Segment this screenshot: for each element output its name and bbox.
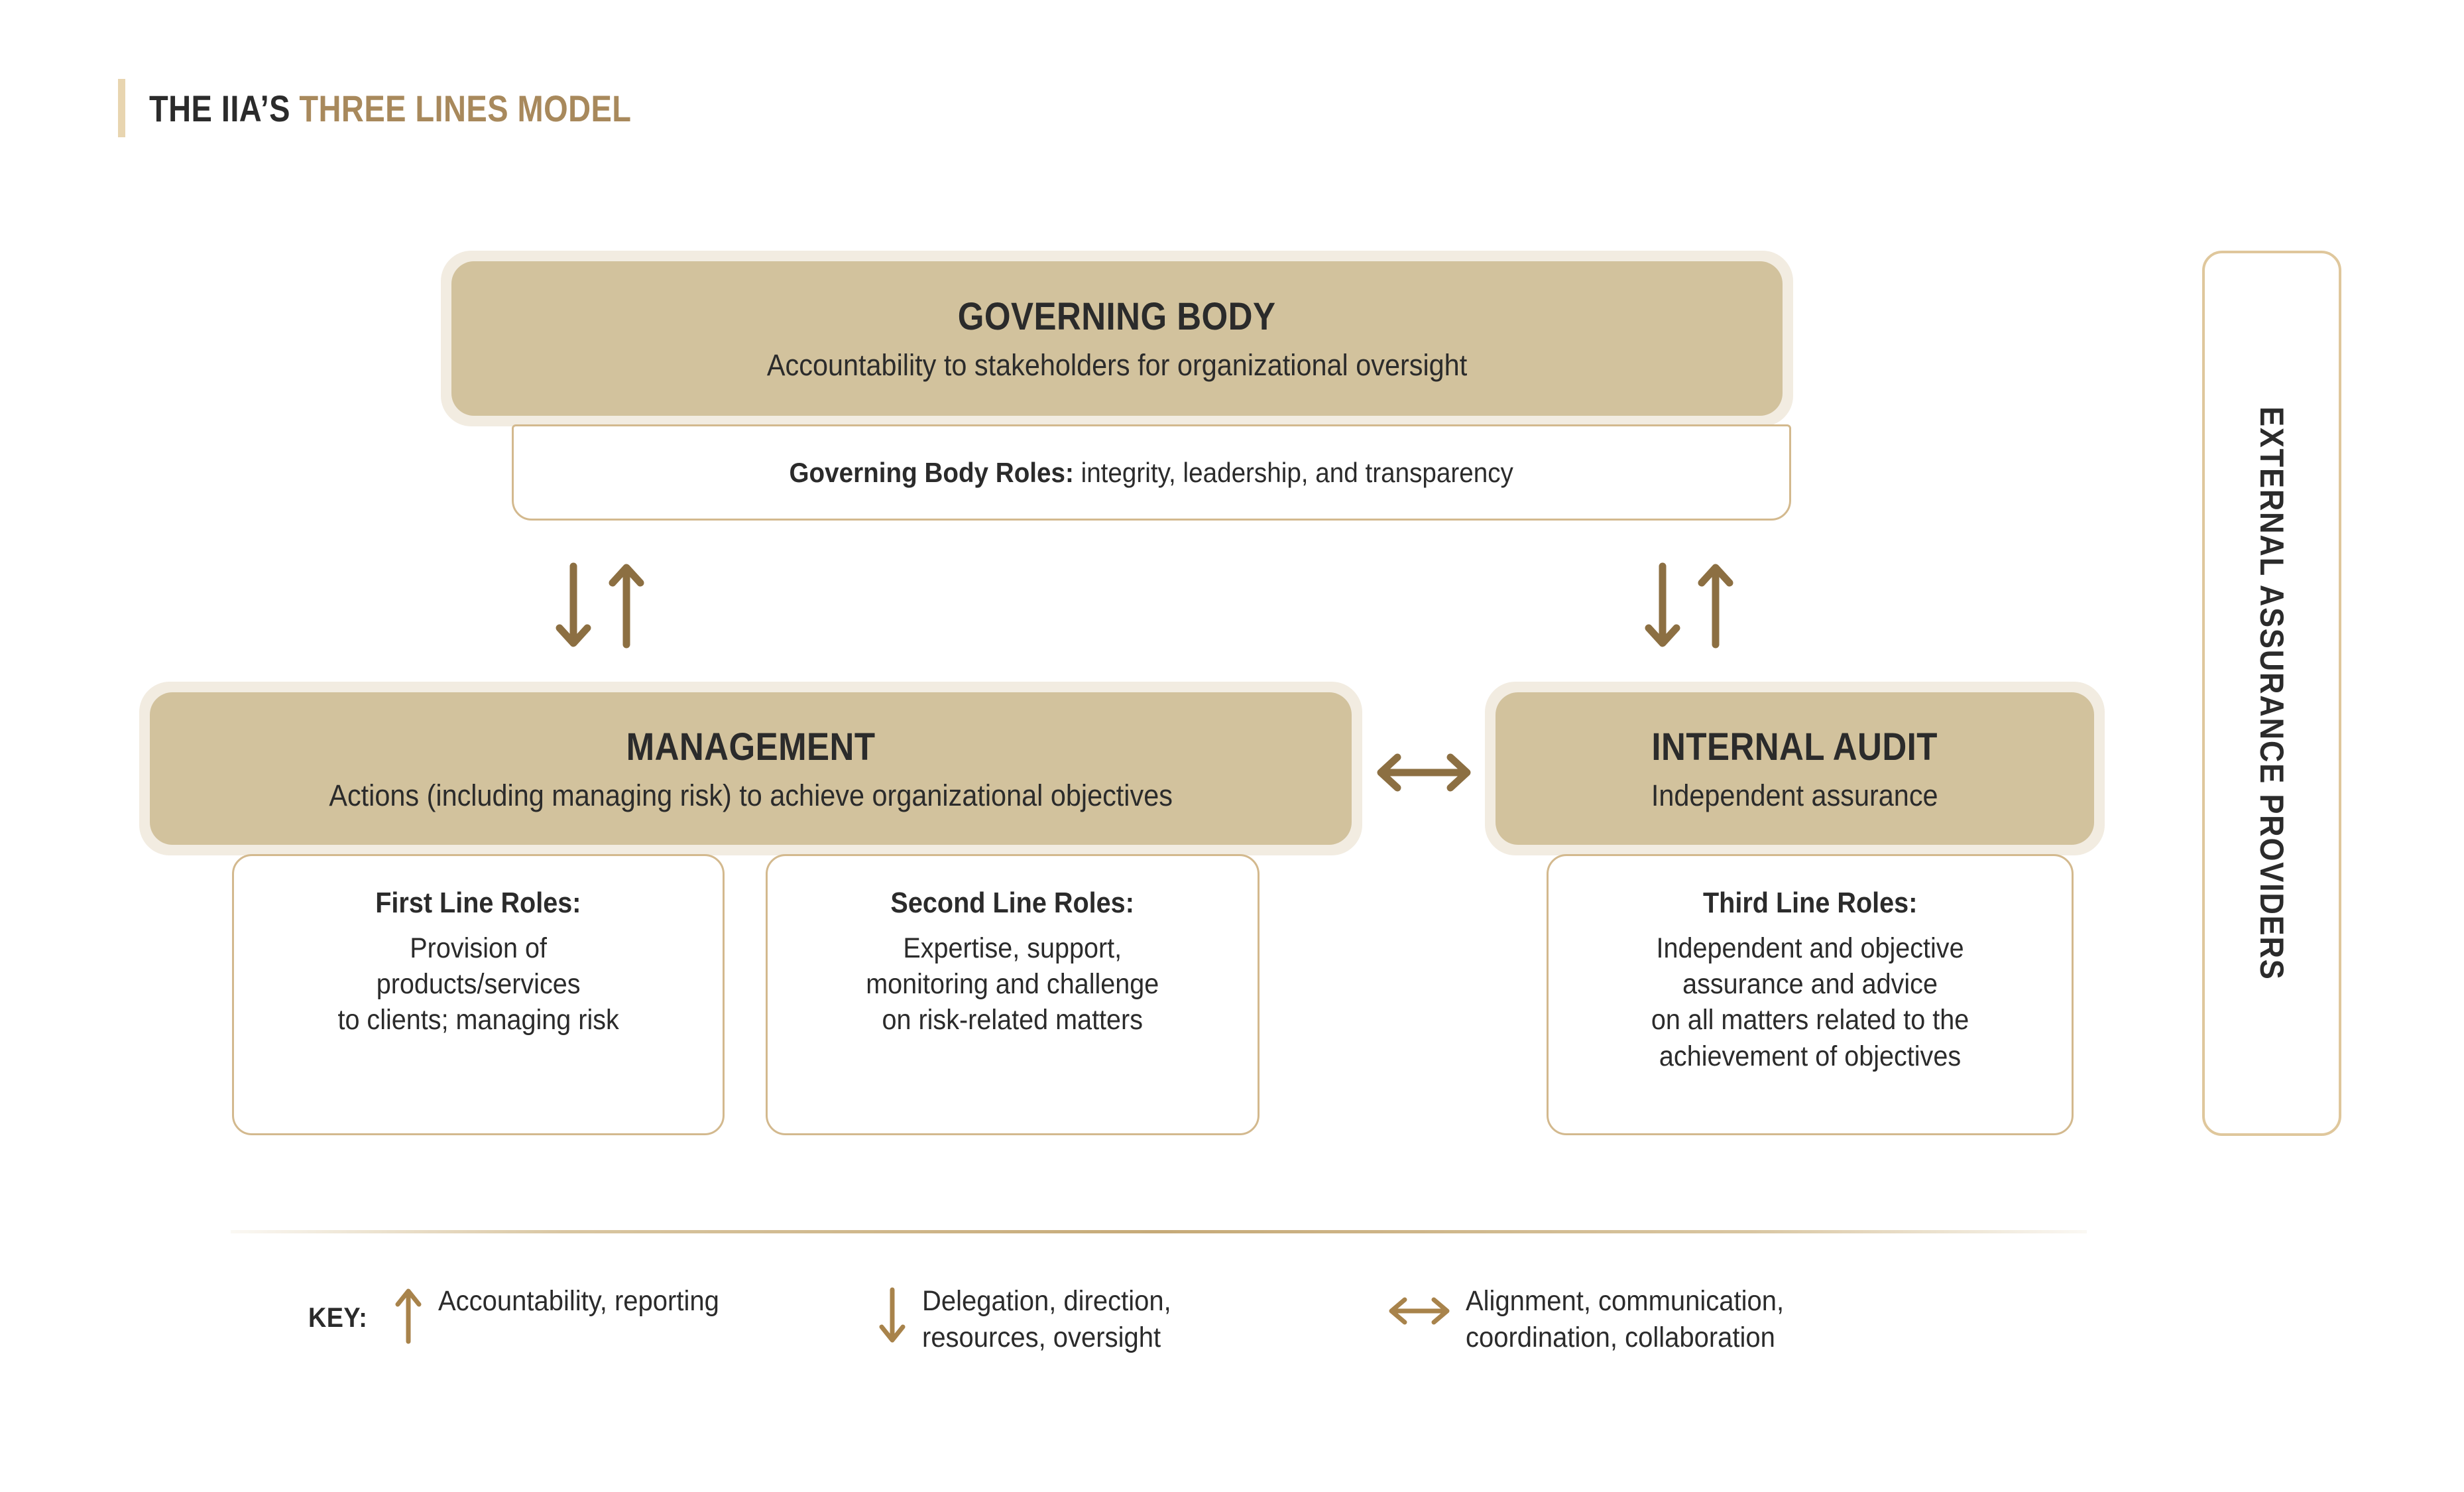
first-line-roles-heading: First Line Roles: bbox=[375, 887, 581, 919]
title-accent-bar bbox=[118, 79, 125, 137]
management-panel: MANAGEMENT Actions (including managing r… bbox=[139, 682, 1362, 855]
key-legend: KEY: Accountability, reporting Delegatio… bbox=[305, 1283, 1808, 1355]
governing-body-panel-inner: GOVERNING BODY Accountability to stakeho… bbox=[451, 261, 1783, 416]
first-line-roles-box: First Line Roles: Provision of products/… bbox=[232, 854, 725, 1135]
governing-body-roles-heading: Governing Body Roles: bbox=[789, 456, 1075, 488]
alignment-left-right-arrow bbox=[1377, 753, 1471, 792]
arrow-up-icon bbox=[395, 1288, 422, 1344]
external-assurance-providers-label: EXTERNAL ASSURANCE PROVIDERS bbox=[2253, 406, 2290, 981]
first-line-roles-body: Provision of products/services to client… bbox=[337, 932, 619, 1036]
key-item-alignment-text: Alignment, communication, coordination, … bbox=[1466, 1285, 1785, 1353]
management-title: MANAGEMENT bbox=[626, 725, 876, 769]
management-subtitle: Actions (including managing risk) to ach… bbox=[329, 778, 1173, 812]
key-item-accountability-text: Accountability, reporting bbox=[438, 1285, 720, 1317]
governing-body-roles-box: Governing Body Roles: integrity, leaders… bbox=[512, 424, 1791, 521]
title-gold-part: THREE LINES MODEL bbox=[299, 87, 632, 129]
governing-body-panel: GOVERNING BODY Accountability to stakeho… bbox=[441, 251, 1793, 426]
key-item-delegation: Delegation, direction, resources, oversi… bbox=[877, 1283, 1387, 1355]
key-label: KEY: bbox=[308, 1302, 368, 1333]
second-line-roles-heading: Second Line Roles: bbox=[890, 887, 1135, 919]
second-line-roles-body: Expertise, support, monitoring and chall… bbox=[866, 932, 1159, 1036]
third-line-roles-box: Third Line Roles: Independent and object… bbox=[1547, 854, 2074, 1135]
internal-audit-subtitle: Independent assurance bbox=[1651, 778, 1938, 812]
governing-body-title: GOVERNING BODY bbox=[958, 295, 1276, 338]
governing-body-subtitle: Accountability to stakeholders for organ… bbox=[766, 348, 1468, 382]
internal-audit-panel: INTERNAL AUDIT Independent assurance bbox=[1485, 682, 2105, 855]
key-divider bbox=[231, 1230, 2087, 1233]
key-item-alignment: Alignment, communication, coordination, … bbox=[1387, 1283, 1808, 1355]
internal-audit-panel-inner: INTERNAL AUDIT Independent assurance bbox=[1496, 692, 2094, 845]
title-text: THE IIA’S THREE LINES MODEL bbox=[149, 87, 631, 130]
page-title: THE IIA’S THREE LINES MODEL bbox=[118, 78, 723, 138]
third-line-roles-heading: Third Line Roles: bbox=[1702, 887, 1918, 919]
internal-audit-title: INTERNAL AUDIT bbox=[1651, 725, 1938, 769]
external-assurance-providers-box: EXTERNAL ASSURANCE PROVIDERS bbox=[2202, 251, 2341, 1136]
second-line-roles-box: Second Line Roles: Expertise, support, m… bbox=[766, 854, 1260, 1135]
governing-body-roles-line: Governing Body Roles: integrity, leaders… bbox=[790, 457, 1513, 489]
governing-body-roles-text: integrity, leadership, and transparency bbox=[1074, 456, 1514, 488]
left-down-up-arrow-pair bbox=[556, 562, 644, 649]
arrow-down-icon bbox=[879, 1287, 906, 1343]
arrow-left-right-icon bbox=[1389, 1297, 1450, 1325]
management-panel-inner: MANAGEMENT Actions (including managing r… bbox=[150, 692, 1352, 845]
right-down-up-arrow-pair bbox=[1645, 562, 1733, 649]
third-line-roles-body: Independent and objective assurance and … bbox=[1651, 932, 1969, 1072]
title-dark-part: THE IIA’S bbox=[149, 87, 300, 129]
key-item-accountability: Accountability, reporting bbox=[393, 1283, 877, 1344]
key-item-delegation-text: Delegation, direction, resources, oversi… bbox=[922, 1285, 1171, 1353]
